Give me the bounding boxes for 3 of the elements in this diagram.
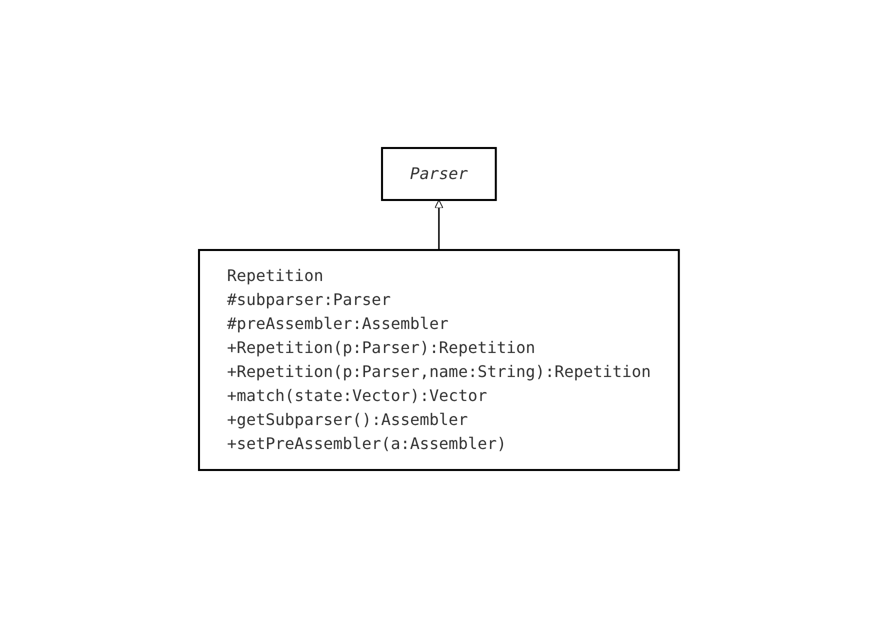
arrow xyxy=(434,199,444,250)
node-box: Parser xyxy=(381,146,497,200)
node-box: Repetition #subparser:Parser #preAssembler:Assembler +Repetition(p:Parser):Repetition +Repetition(p:Parser,name:String):Repetition +match(state:Vector):Vector +getSubparser():Assembler +setPreAssembler(a:Assembler) xyxy=(198,248,680,470)
